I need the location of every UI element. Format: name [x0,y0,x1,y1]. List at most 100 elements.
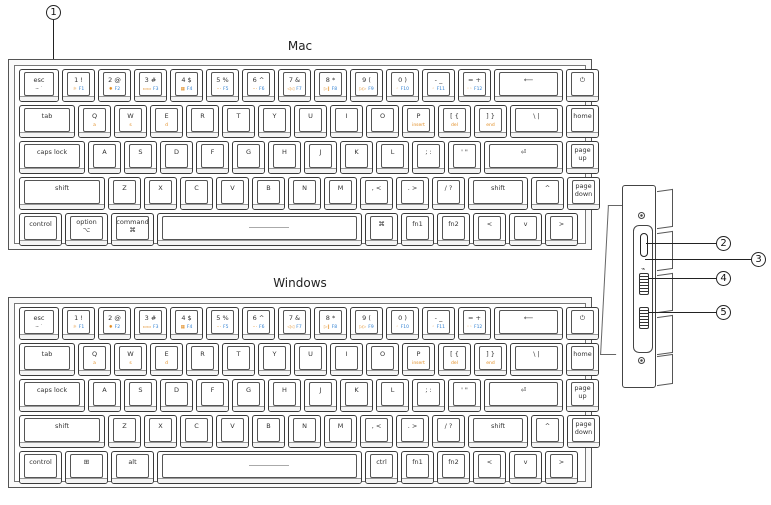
key[interactable]: - _◦F11 [422,69,455,102]
key[interactable]: 4 $▦F4 [170,69,203,102]
key[interactable]: K [340,141,373,174]
key[interactable]: D [160,141,193,174]
key[interactable]: A [88,379,121,412]
key[interactable]: [ {del [438,343,471,376]
key[interactable]: shift [19,177,105,210]
key[interactable]: ] }end [474,343,507,376]
key[interactable]: tab [19,343,75,376]
key[interactable]: 3 #▭▭F3 [134,307,167,340]
key[interactable]: caps lock [19,141,85,174]
key[interactable]: Y [258,343,291,376]
key[interactable]: esc~ ` [19,307,59,340]
key[interactable]: ⊞ [65,451,108,484]
key[interactable]: B [252,415,285,448]
key[interactable]: control [19,213,62,246]
key[interactable]: \ | [510,105,563,138]
os-switch-toggle[interactable] [639,307,649,329]
key[interactable]: , < [360,415,393,448]
key[interactable]: esc~ ` [19,69,59,102]
key[interactable]: fn2 [437,451,470,484]
key[interactable]: > [545,451,578,484]
key[interactable]: / ? [432,177,465,210]
key[interactable]: 2 @✹F2 [98,69,131,102]
key[interactable]: ; : [412,141,445,174]
key[interactable]: X [144,177,177,210]
key[interactable]: ' " [448,141,481,174]
key[interactable]: v [509,451,542,484]
key[interactable]: < [473,451,506,484]
key[interactable]: > [545,213,578,246]
key[interactable]: N [288,177,321,210]
key[interactable]: fn1 [401,213,434,246]
key[interactable]: home [566,105,599,138]
key[interactable]: K [340,379,373,412]
key[interactable]: option ⌥ [65,213,108,246]
key[interactable]: ] }end [474,105,507,138]
key[interactable]: O [366,343,399,376]
key[interactable]: J [304,379,337,412]
key[interactable]: U [294,105,327,138]
key[interactable]: ^ [531,415,564,448]
key[interactable]: ' " [448,379,481,412]
key[interactable]: fn1 [401,451,434,484]
key[interactable]: F [196,379,229,412]
key[interactable]: ⏎ [484,379,563,412]
key[interactable]: 0 )◦F10 [386,69,419,102]
key[interactable]: / ? [432,415,465,448]
key[interactable]: ^ [531,177,564,210]
key[interactable]: T [222,343,255,376]
key[interactable]: F [196,141,229,174]
key[interactable]: shift [468,415,528,448]
key[interactable]: control [19,451,62,484]
key[interactable]: T [222,105,255,138]
key[interactable]: C [180,415,213,448]
key[interactable]: . > [396,415,429,448]
key[interactable]: ⏻ [566,307,599,340]
key[interactable]: shift [19,415,105,448]
key[interactable]: Y [258,105,291,138]
key[interactable]: G [232,379,265,412]
key[interactable]: X [144,415,177,448]
key[interactable]: M [324,177,357,210]
key[interactable]: caps lock [19,379,85,412]
key[interactable]: H [268,141,301,174]
key[interactable]: page down [567,177,600,210]
key[interactable]: Z [108,177,141,210]
key[interactable]: 9 (▷▷F9 [350,307,383,340]
key[interactable]: 4 $▦F4 [170,307,203,340]
key[interactable]: ⟵ [494,307,563,340]
key[interactable]: 1 !☼F1 [62,307,95,340]
key[interactable]: page up [566,141,599,174]
key[interactable]: L [376,379,409,412]
key[interactable]: [ {del [438,105,471,138]
key[interactable]: U [294,343,327,376]
key[interactable]: 1 !☼F1 [62,69,95,102]
key[interactable]: 2 @✹F2 [98,307,131,340]
key[interactable]: 9 (▷▷F9 [350,69,383,102]
key[interactable]: O [366,105,399,138]
key[interactable]: L [376,141,409,174]
key[interactable]: home [566,343,599,376]
key[interactable]: S [124,379,157,412]
key[interactable]: H [268,379,301,412]
key[interactable]: 7 &◁◁F7 [278,307,311,340]
spacebar-key[interactable] [157,213,362,246]
key[interactable]: I [330,105,363,138]
key[interactable]: page up [566,379,599,412]
key[interactable]: ⏻ [566,69,599,102]
key[interactable]: A [88,141,121,174]
key[interactable]: B [252,177,285,210]
key[interactable]: ⌘ [365,213,398,246]
key[interactable]: 0 )◦F10 [386,307,419,340]
key[interactable]: 8 *▷‖F8 [314,307,347,340]
key[interactable]: 3 #▭▭F3 [134,69,167,102]
key[interactable]: N [288,415,321,448]
mode-switch-toggle[interactable] [639,273,649,295]
key[interactable]: ⏎ [484,141,563,174]
